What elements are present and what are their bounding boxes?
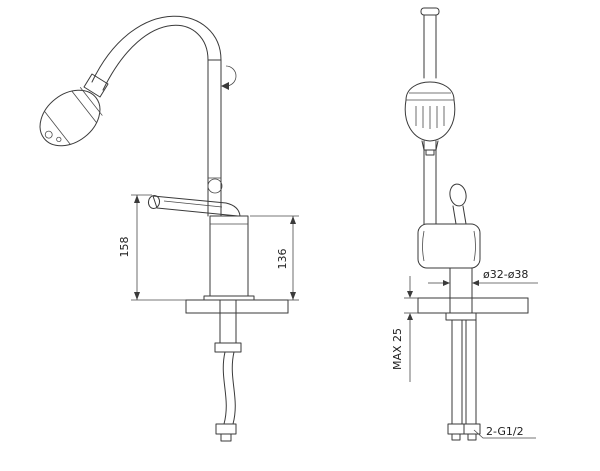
swivel-arrow-icon [221, 65, 237, 90]
faucet-body-front [417, 223, 481, 299]
riser-pipe [207, 59, 223, 217]
hose-fitting [215, 423, 237, 435]
mounting-nut-front [445, 312, 477, 321]
spray-head-front [404, 81, 456, 156]
side-view: 158 136 [39, 15, 299, 442]
handle-front [449, 183, 467, 225]
dim-hole-label: ø32-ø38 [483, 268, 528, 281]
spray-head-side [39, 86, 103, 147]
supply-hose-right [465, 319, 477, 425]
thread-label: 2-G1/2 [486, 425, 524, 438]
mounting-nut [214, 342, 242, 353]
dim-136-label: 136 [276, 249, 289, 270]
hose-fitting-right [463, 423, 481, 435]
shank-and-hoses-front [445, 312, 481, 441]
shank-and-hose-side [214, 312, 242, 442]
dimension-spout-height: 136 [250, 215, 299, 301]
supply-hose [222, 351, 227, 425]
countertop-section-front [417, 297, 529, 314]
supply-hose-left [451, 319, 463, 425]
countertop-section-side [185, 299, 289, 314]
dimension-max-thickness: MAX 25 [391, 276, 418, 382]
handle-side [147, 195, 241, 217]
dim-max25-label: MAX 25 [391, 328, 404, 370]
threaded-shank [219, 312, 237, 344]
handle-knob [147, 195, 161, 209]
front-view: ø32-ø38 MAX 25 [391, 7, 538, 441]
spout-curve [83, 15, 222, 98]
o-ring [207, 178, 223, 194]
hose-fitting-left [447, 423, 465, 435]
riser-pipe-front [420, 7, 440, 225]
handle-knob-front [449, 183, 467, 207]
callout-inlet-thread: 2-G1/2 [473, 425, 536, 439]
dimension-hole-diameter: ø32-ø38 [428, 268, 538, 286]
spout-collar [83, 73, 109, 98]
dim-158-label: 158 [118, 237, 131, 258]
dimension-total-height: 158 [118, 194, 186, 301]
faucet-body-side [203, 215, 255, 301]
